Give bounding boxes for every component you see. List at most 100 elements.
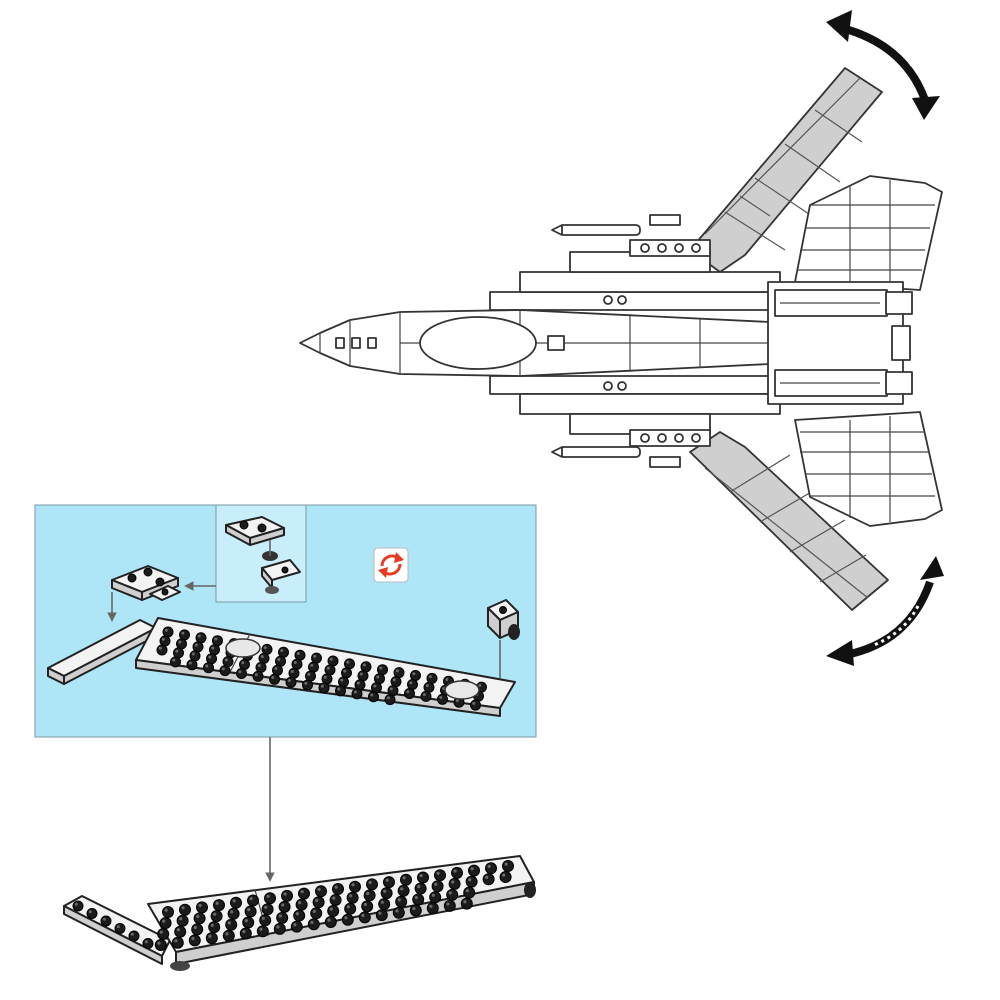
stud-highlight bbox=[227, 921, 231, 925]
stud bbox=[321, 673, 333, 685]
stud-highlight bbox=[191, 936, 195, 941]
stud bbox=[307, 918, 320, 931]
stud-highlight bbox=[468, 878, 472, 882]
stud-highlight bbox=[221, 667, 225, 671]
stud bbox=[429, 891, 442, 904]
stud-highlight bbox=[174, 939, 178, 943]
stud bbox=[179, 629, 190, 641]
stud-highlight bbox=[215, 901, 219, 905]
stud bbox=[290, 920, 303, 933]
stud bbox=[239, 927, 252, 940]
stud-highlight bbox=[402, 876, 406, 880]
curved-double-arrow-icon-top bbox=[826, 10, 940, 120]
stud-highlight bbox=[178, 640, 182, 644]
stud-highlight bbox=[300, 890, 304, 894]
stud bbox=[222, 929, 235, 942]
stud bbox=[203, 662, 214, 674]
stud bbox=[206, 653, 217, 665]
stud-highlight bbox=[392, 678, 396, 682]
stud bbox=[341, 913, 354, 926]
stud bbox=[252, 670, 264, 682]
stud-highlight bbox=[465, 889, 469, 893]
stud-highlight bbox=[304, 681, 308, 685]
stud bbox=[189, 650, 201, 662]
stud bbox=[247, 894, 259, 907]
rotate-model-icon bbox=[373, 547, 409, 583]
stud bbox=[451, 866, 463, 879]
lower-wing bbox=[689, 431, 889, 611]
stud bbox=[219, 665, 231, 677]
stud bbox=[154, 939, 167, 951]
stud-highlight bbox=[380, 900, 384, 904]
stud-highlight bbox=[281, 903, 285, 907]
stud bbox=[193, 912, 206, 925]
callout-plate-piece bbox=[225, 516, 285, 546]
stud bbox=[239, 659, 250, 670]
stud-highlight bbox=[164, 628, 168, 632]
stud bbox=[346, 891, 359, 904]
stud bbox=[380, 887, 393, 900]
stud bbox=[258, 652, 270, 664]
stud bbox=[114, 923, 126, 934]
stud-highlight bbox=[242, 930, 246, 934]
stud bbox=[192, 641, 204, 653]
stud bbox=[261, 643, 273, 655]
stud bbox=[162, 906, 174, 918]
stud bbox=[100, 915, 112, 927]
stud-highlight bbox=[332, 896, 336, 900]
stud-highlight bbox=[414, 896, 418, 900]
stud-highlight bbox=[188, 661, 192, 665]
stud-highlight bbox=[238, 670, 242, 674]
stud bbox=[196, 901, 208, 914]
stud-highlight bbox=[446, 902, 450, 906]
stud-highlight bbox=[455, 699, 459, 702]
stud bbox=[485, 862, 497, 875]
stud bbox=[327, 905, 340, 917]
stud bbox=[159, 917, 172, 929]
stud-highlight bbox=[293, 661, 297, 664]
stud-highlight bbox=[283, 892, 287, 896]
stud bbox=[162, 626, 174, 638]
stud bbox=[460, 897, 473, 910]
stud-highlight bbox=[326, 666, 330, 670]
stud-highlight bbox=[409, 681, 413, 685]
stud-highlight bbox=[205, 664, 209, 668]
stud bbox=[302, 679, 313, 691]
stud-highlight bbox=[290, 670, 294, 673]
stud bbox=[395, 895, 408, 908]
step-panel bbox=[34, 504, 537, 738]
stud bbox=[390, 676, 402, 688]
stud-highlight bbox=[431, 893, 435, 897]
stud-highlight bbox=[436, 871, 440, 875]
stud-highlight bbox=[191, 652, 195, 656]
stud bbox=[360, 661, 372, 673]
stud-highlight bbox=[417, 885, 421, 889]
stud bbox=[409, 904, 422, 917]
stud-highlight bbox=[298, 901, 302, 905]
stud-highlight bbox=[419, 874, 423, 878]
aircraft-top-view bbox=[299, 67, 943, 611]
stud bbox=[499, 871, 512, 883]
stud-highlight bbox=[340, 678, 344, 682]
stud bbox=[463, 886, 476, 899]
stud bbox=[392, 906, 405, 919]
stud bbox=[357, 670, 369, 682]
stud-highlight bbox=[274, 667, 278, 670]
stud-highlight bbox=[353, 690, 357, 694]
stud-highlight bbox=[487, 864, 491, 869]
stud bbox=[358, 911, 371, 924]
stud-highlight bbox=[434, 882, 438, 886]
stud-highlight bbox=[337, 687, 341, 691]
stud-highlight bbox=[296, 652, 300, 655]
stud bbox=[426, 902, 439, 915]
stud bbox=[210, 910, 223, 923]
stud-highlight bbox=[346, 660, 350, 664]
stud bbox=[374, 673, 385, 685]
stud-highlight bbox=[271, 676, 275, 679]
stud-highlight bbox=[395, 669, 399, 673]
stud bbox=[227, 907, 240, 920]
stud-highlight bbox=[263, 646, 267, 650]
stud bbox=[446, 888, 459, 901]
stud bbox=[291, 658, 303, 670]
stud bbox=[344, 658, 355, 670]
